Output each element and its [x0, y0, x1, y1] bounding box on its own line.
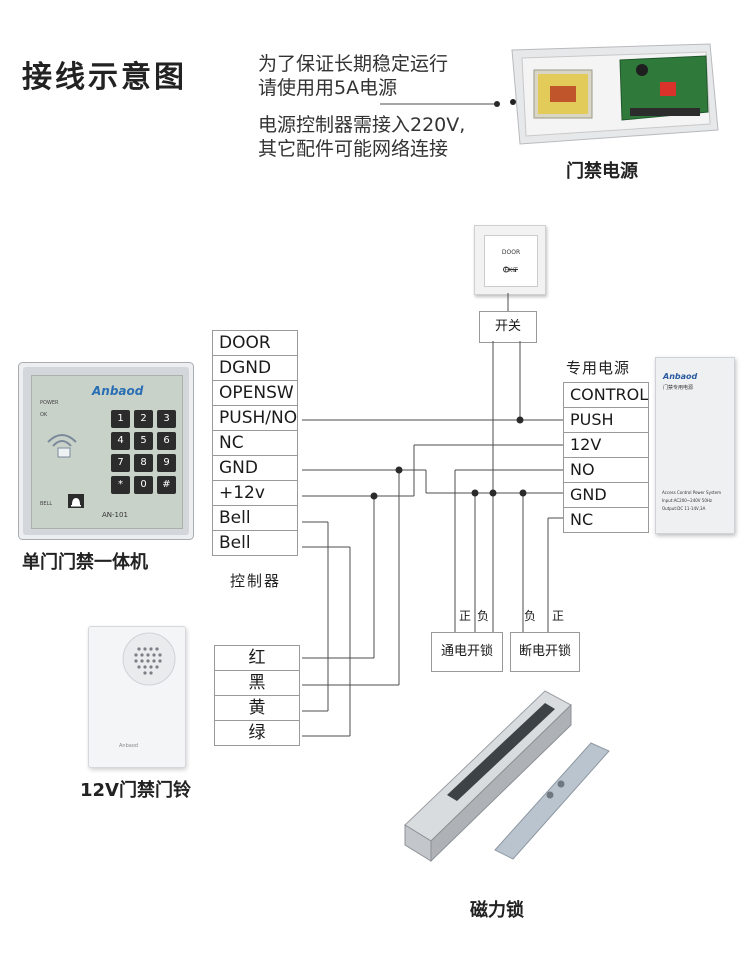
controller-terminal: Bell: [211, 505, 299, 531]
switch-box: 开关: [479, 311, 537, 343]
controller-terminal-table: DOOR DGND OPENSW PUSH/NO NC GND +12v Bel…: [211, 330, 299, 556]
controller-terminal: DOOR: [211, 330, 299, 356]
key-9: 9: [157, 454, 176, 472]
bell-wire-red: 红: [214, 645, 300, 671]
key-5: 5: [134, 432, 153, 450]
key-6: 6: [157, 432, 176, 450]
controller-terminal: GND: [211, 455, 299, 481]
note-line-1: 为了保证长期稳定运行: [258, 53, 449, 75]
fail-secure-neg-label: 负: [477, 609, 490, 623]
bell-wire-green: 绿: [214, 720, 300, 746]
dedicated-power-spec-1: Access Control Power System: [662, 490, 721, 495]
junction-switch-gnd: [489, 489, 497, 497]
exit-button-image: DOOR EXIT: [474, 225, 546, 295]
junction-push: [516, 416, 524, 424]
controller-terminal: NC: [211, 430, 299, 456]
bell-wire-black: 黑: [214, 670, 300, 696]
keypad-power-label: POWER: [40, 400, 59, 406]
key-icon: [503, 258, 519, 273]
key-1: 1: [111, 410, 130, 428]
keypad-ok-label: OK: [40, 412, 48, 418]
dedicated-power-caption: 专用电源: [566, 359, 631, 377]
fail-safe-neg-label: 负: [524, 609, 537, 623]
controller-terminal: DGND: [211, 355, 299, 381]
fail-safe-lock-box: 断电开锁: [510, 632, 580, 672]
maglock-image: [404, 690, 610, 863]
note-line-3: 电源控制器需接入220V,: [258, 114, 466, 136]
doorbell-brand: Anbaod: [119, 743, 139, 749]
power-supply-caption: 门禁电源: [566, 161, 638, 182]
keypad-model: AN-101: [102, 511, 128, 519]
controller-terminal: OPENSW: [211, 380, 299, 406]
controller-terminal: +12v: [211, 480, 299, 506]
controller-terminal: Bell: [211, 530, 299, 556]
power-terminal: GND: [562, 482, 650, 508]
keypad-caption: 单门门禁一体机: [22, 552, 148, 573]
junction-gnd: [395, 466, 403, 474]
note-pointer-dot: [494, 101, 500, 107]
power-terminal: NC: [562, 507, 650, 533]
keypad-keys: 1 2 3 4 5 6 7 8 9 * 0 #: [111, 410, 176, 494]
controller-terminal: PUSH/NO: [211, 405, 299, 431]
bell-key-icon: [68, 494, 84, 508]
exit-button-exit-text: EXIT: [504, 267, 518, 274]
doorbell-caption: 12V门禁门铃: [80, 780, 191, 801]
dedicated-power-spec-3: Output:DC 11-14V,3A: [662, 506, 706, 511]
doorbell-device-image: Anbaod: [88, 626, 186, 768]
dedicated-power-brand: Anbaod: [663, 372, 698, 381]
dedicated-power-device-image: Anbaod 门禁专用电源 Access Control Power Syste…: [655, 357, 735, 534]
key-3: 3: [157, 410, 176, 428]
junction-12v: [370, 492, 378, 500]
note-line-2: 请使用用5A电源: [258, 77, 398, 99]
key-0: 0: [134, 476, 153, 494]
key-star: *: [111, 476, 130, 494]
fail-secure-pos-label: 正: [459, 609, 472, 623]
key-4: 4: [111, 432, 130, 450]
bell-wire-table: 红 黑 黄 绿: [214, 645, 300, 746]
power-terminal: PUSH: [562, 407, 650, 433]
key-2: 2: [134, 410, 153, 428]
page-title: 接线示意图: [22, 60, 187, 95]
junction-gnd-secure: [471, 489, 479, 497]
fail-safe-pos-label: 正: [552, 609, 565, 623]
power-terminal: 12V: [562, 432, 650, 458]
note-line-4: 其它配件可能网络连接: [258, 138, 449, 160]
keypad-device-image: Anbaod POWER OK BELL 1 2 3 4 5 6 7 8 9 *…: [18, 362, 194, 540]
exit-button-door-text: DOOR: [501, 249, 521, 256]
controller-caption: 控制器: [230, 572, 282, 590]
bell-wire-yellow: 黄: [214, 695, 300, 721]
rfid-icon: [42, 428, 82, 458]
keypad-bell-label: BELL: [40, 501, 53, 507]
key-7: 7: [111, 454, 130, 472]
power-terminal: NO: [562, 457, 650, 483]
maglock-caption: 磁力锁: [470, 900, 524, 921]
power-supply-image: [510, 43, 719, 145]
power-terminal: CONTROL: [562, 382, 650, 408]
dedicated-power-spec-2: Input:AC200~240V 50Hz: [662, 498, 712, 503]
keypad-brand: Anbaod: [92, 384, 144, 398]
key-hash: #: [157, 476, 176, 494]
junction-gnd-safe: [519, 489, 527, 497]
fail-secure-lock-box: 通电开锁: [431, 632, 503, 672]
key-8: 8: [134, 454, 153, 472]
dedicated-power-subtitle: 门禁专用电源: [663, 385, 694, 391]
power-terminal-table: CONTROL PUSH 12V NO GND NC: [562, 382, 650, 533]
